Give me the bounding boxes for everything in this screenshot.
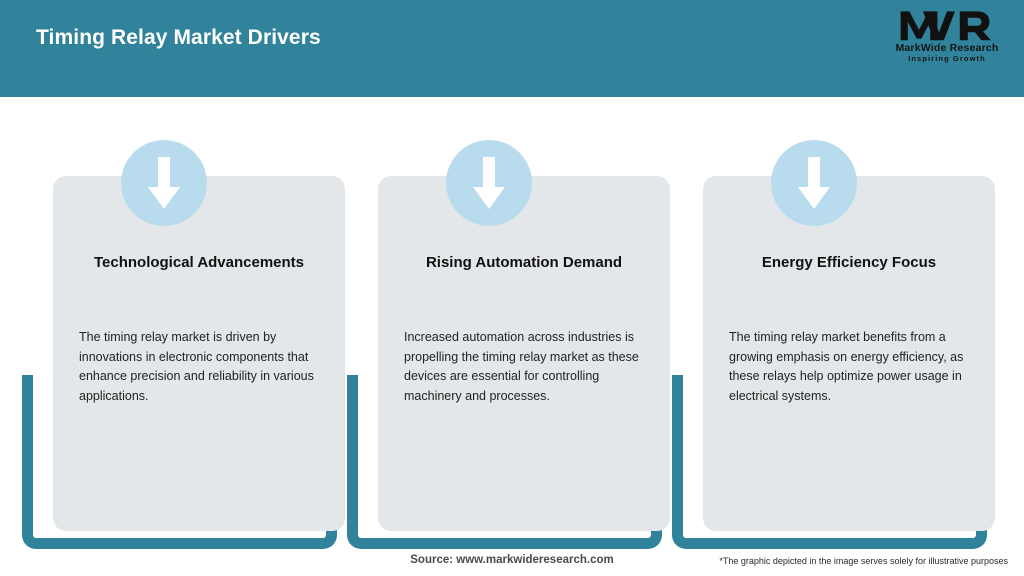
logo-name: MarkWide Research bbox=[895, 42, 999, 54]
brand-logo: MarkWide Research Inspiring Growth bbox=[888, 8, 1006, 70]
disclaimer-label: *The graphic depicted in the image serve… bbox=[719, 556, 1008, 566]
mwr-monogram-icon bbox=[900, 11, 991, 41]
driver-card[interactable]: Energy Efficiency Focus The timing relay… bbox=[703, 176, 995, 531]
page-title: Timing Relay Market Drivers bbox=[36, 26, 321, 49]
arrow-down-icon bbox=[798, 157, 830, 209]
logo-tagline: Inspiring Growth bbox=[908, 54, 986, 63]
arrow-down-badge bbox=[446, 140, 532, 226]
driver-card[interactable]: Technological Advancements The timing re… bbox=[53, 176, 345, 531]
driver-column-1: Technological Advancements The timing re… bbox=[22, 97, 352, 549]
arrow-down-icon bbox=[473, 157, 505, 209]
driver-column-3: Energy Efficiency Focus The timing relay… bbox=[672, 97, 1002, 549]
driver-card[interactable]: Rising Automation Demand Increased autom… bbox=[378, 176, 670, 531]
driver-column-2: Rising Automation Demand Increased autom… bbox=[347, 97, 677, 549]
source-label: Source: www.markwideresearch.com bbox=[410, 554, 614, 566]
card-body-text: Increased automation across industries i… bbox=[404, 330, 639, 403]
arrow-down-icon bbox=[148, 157, 180, 209]
header-band: Timing Relay Market Drivers MarkWide Res… bbox=[0, 0, 1024, 97]
card-heading: Technological Advancements bbox=[93, 254, 305, 271]
card-heading: Energy Efficiency Focus bbox=[761, 254, 937, 271]
card-body-text: The timing relay market is driven by inn… bbox=[79, 330, 314, 403]
arrow-down-badge bbox=[771, 140, 857, 226]
card-heading: Rising Automation Demand bbox=[425, 254, 623, 271]
arrow-down-badge bbox=[121, 140, 207, 226]
cards-container: Technological Advancements The timing re… bbox=[0, 97, 1024, 549]
card-body-text: The timing relay market benefits from a … bbox=[729, 330, 964, 403]
